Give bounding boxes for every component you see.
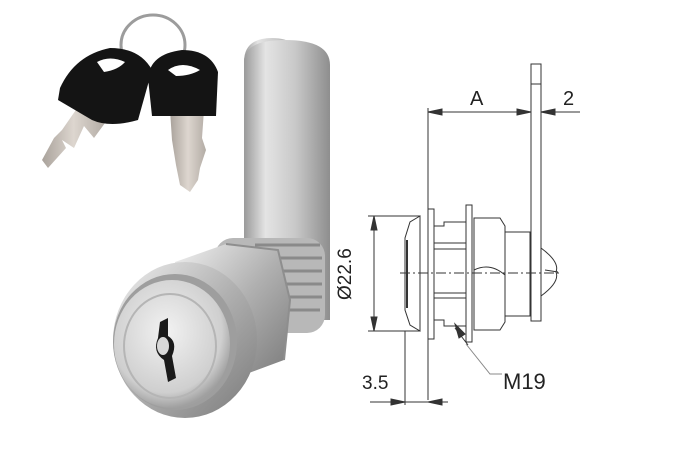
- dimension-diameter-label: Ø22.6: [335, 248, 356, 300]
- lock-face: [113, 262, 257, 418]
- dimension-face-label: 3.5: [362, 373, 389, 394]
- thread-size-label: M19: [503, 369, 546, 394]
- dimension-thickness-label: 2: [563, 88, 575, 110]
- key-right: [148, 50, 218, 192]
- key-left: [42, 48, 152, 168]
- technical-drawing: [368, 63, 580, 406]
- dimension-a-label: A: [470, 88, 484, 110]
